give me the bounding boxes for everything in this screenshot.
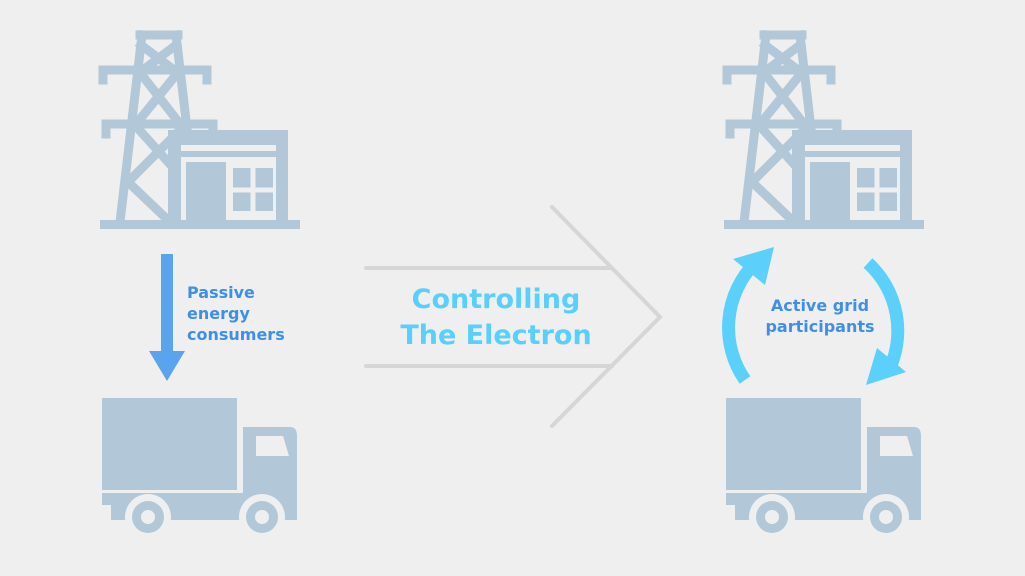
right-tower-factory-icon bbox=[724, 35, 924, 229]
center-title-line-2: The Electron bbox=[400, 320, 592, 351]
active-participants-label: Active grid participants bbox=[757, 295, 883, 337]
right-truck-icon bbox=[726, 398, 921, 540]
left-truck-icon bbox=[102, 398, 297, 540]
down-arrow-icon bbox=[149, 254, 185, 381]
cycle-arrowhead-bottom-icon bbox=[866, 348, 906, 385]
passive-label-line-3: consumers bbox=[187, 325, 285, 344]
left-tower-factory-icon bbox=[100, 35, 300, 229]
active-label-line-2: participants bbox=[765, 317, 875, 336]
center-title: Controlling The Electron bbox=[388, 282, 604, 354]
passive-label-line-2: energy bbox=[187, 304, 250, 323]
center-title-line-1: Controlling bbox=[411, 284, 581, 315]
cycle-arrowhead-top-icon bbox=[733, 247, 774, 285]
passive-label-line-1: Passive bbox=[187, 283, 255, 302]
cycle-arrows-icon bbox=[722, 258, 905, 384]
chevron-arrow-icon bbox=[364, 205, 663, 428]
active-label-line-1: Active grid bbox=[770, 296, 870, 315]
passive-consumers-label: Passive energy consumers bbox=[187, 282, 307, 345]
